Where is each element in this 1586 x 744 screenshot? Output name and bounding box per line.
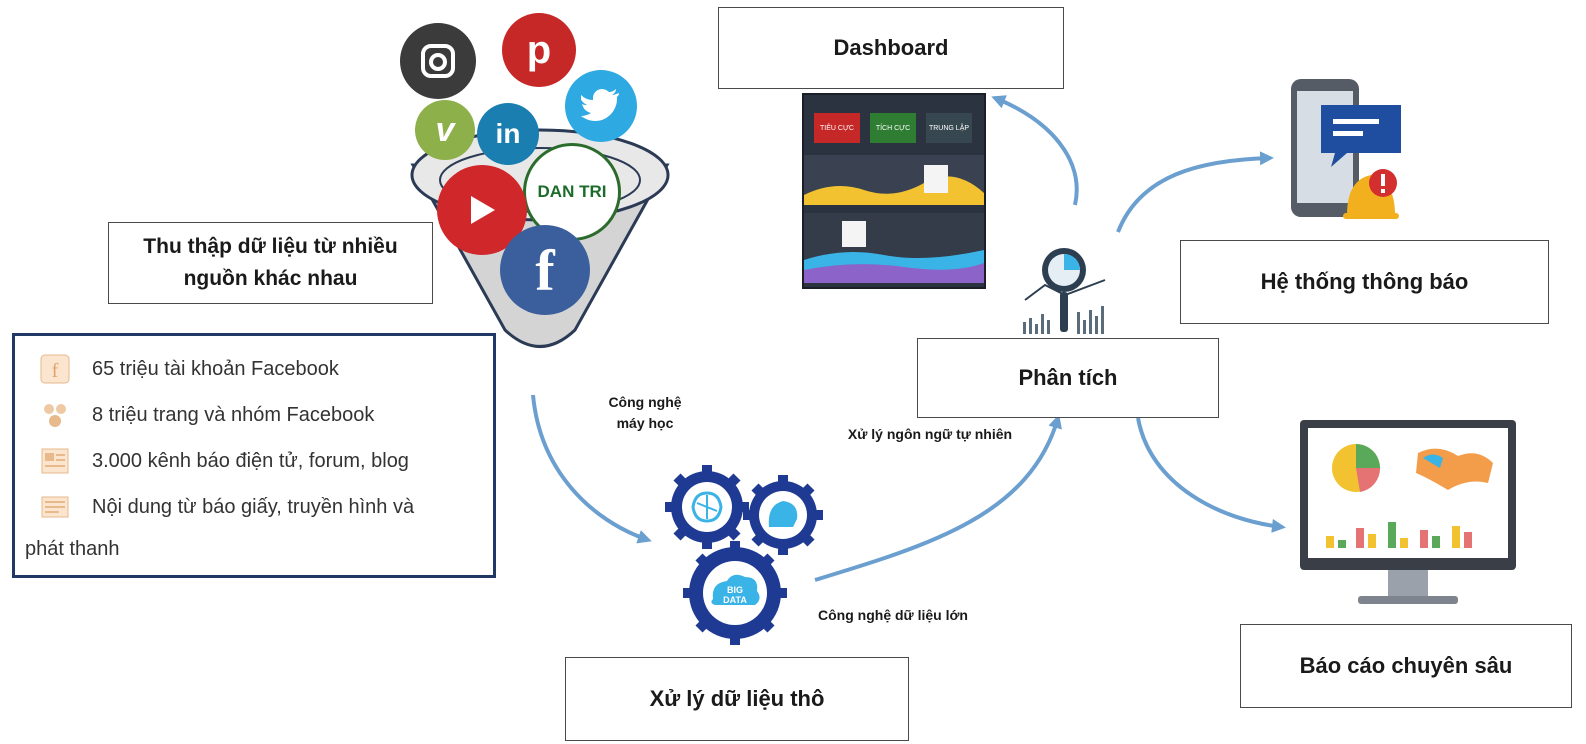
report-box: Báo cáo chuyên sâu xyxy=(1240,624,1572,708)
report-label: Báo cáo chuyên sâu xyxy=(1299,653,1513,678)
funnel-graphic: p v in DAN TRI f xyxy=(400,13,675,370)
raw-data-box: Xử lý dữ liệu thô xyxy=(565,657,909,741)
instagram-icon xyxy=(400,23,476,99)
pinterest-icon: p xyxy=(502,13,576,87)
report-monitor-icon xyxy=(1298,418,1518,613)
linkedin-icon: in xyxy=(477,103,539,165)
twitter-icon xyxy=(565,70,637,142)
tag-neutral: TRUNG LẬP xyxy=(926,113,972,143)
source-text: 3.000 kênh báo điện tử, forum, blog xyxy=(92,449,409,472)
vimeo-icon: v xyxy=(415,100,475,160)
notify-box: Hệ thống thông báo xyxy=(1180,240,1549,324)
bigdata-tech-label: Công nghệ dữ liệu lớn xyxy=(818,607,968,623)
collect-label: Thu thập dữ liệu từ nhiều nguồn khác nha… xyxy=(143,235,398,290)
facebook-icon: f xyxy=(40,354,70,384)
list-item: 8 triệu trang và nhóm Facebook xyxy=(40,400,374,430)
analysis-magnifier-icon xyxy=(1015,240,1115,340)
arrow-analysis-to-report xyxy=(1136,417,1286,533)
nlp-label: Xử lý ngôn ngữ tự nhiên xyxy=(847,426,1013,442)
phone-notification-icon xyxy=(1285,75,1415,225)
group-icon xyxy=(44,404,66,427)
gears-graphic: BIG DATA xyxy=(665,465,825,655)
dantri-logo: DAN TRI xyxy=(523,143,621,241)
notify-label: Hệ thống thông báo xyxy=(1260,269,1469,294)
tag-negative: TIÊU CỰC xyxy=(814,113,860,143)
source-text: 65 triệu tài khoản Facebook xyxy=(92,357,339,380)
news-icon xyxy=(41,448,69,474)
source-text: Nội dung từ báo giấy, truyền hình và xyxy=(92,495,415,518)
list-item: 3.000 kênh báo điện tử, forum, blog xyxy=(40,446,409,476)
arrow-collect-to-raw xyxy=(531,394,652,544)
newspaper-icon xyxy=(41,496,69,518)
svg-text:f: f xyxy=(52,360,59,382)
facebook-icon: f xyxy=(500,225,590,315)
tag-positive: TÍCH CỰC xyxy=(870,113,916,143)
sources-list: f 65 triệu tài khoản Facebook 8 triệu tr… xyxy=(12,333,496,578)
arrow-analysis-to-dashboard xyxy=(991,95,1079,206)
list-item: Nội dung từ báo giấy, truyền hình và xyxy=(40,492,414,522)
raw-data-label: Xử lý dữ liệu thô xyxy=(649,686,825,711)
dashboard-screenshot: TIÊU CỰC TÍCH CỰC TRUNG LẬP xyxy=(802,93,986,289)
arrow-raw-to-analysis xyxy=(814,414,1062,582)
collect-box: Thu thập dữ liệu từ nhiều nguồn khác nha… xyxy=(108,222,433,304)
analysis-label: Phân tích xyxy=(1018,365,1118,390)
list-item: f 65 triệu tài khoản Facebook xyxy=(40,354,339,384)
arrow-analysis-to-notify xyxy=(1116,151,1274,233)
dashboard-label: Dashboard xyxy=(833,35,949,60)
source-text-continued: phát thanh xyxy=(25,538,120,560)
source-text: 8 triệu trang và nhóm Facebook xyxy=(92,403,375,426)
bigdata-label: BIG DATA xyxy=(723,585,747,605)
analysis-box: Phân tích xyxy=(917,338,1219,418)
dashboard-box: Dashboard xyxy=(718,7,1064,89)
ml-label: Công nghệ máy học xyxy=(608,394,682,431)
